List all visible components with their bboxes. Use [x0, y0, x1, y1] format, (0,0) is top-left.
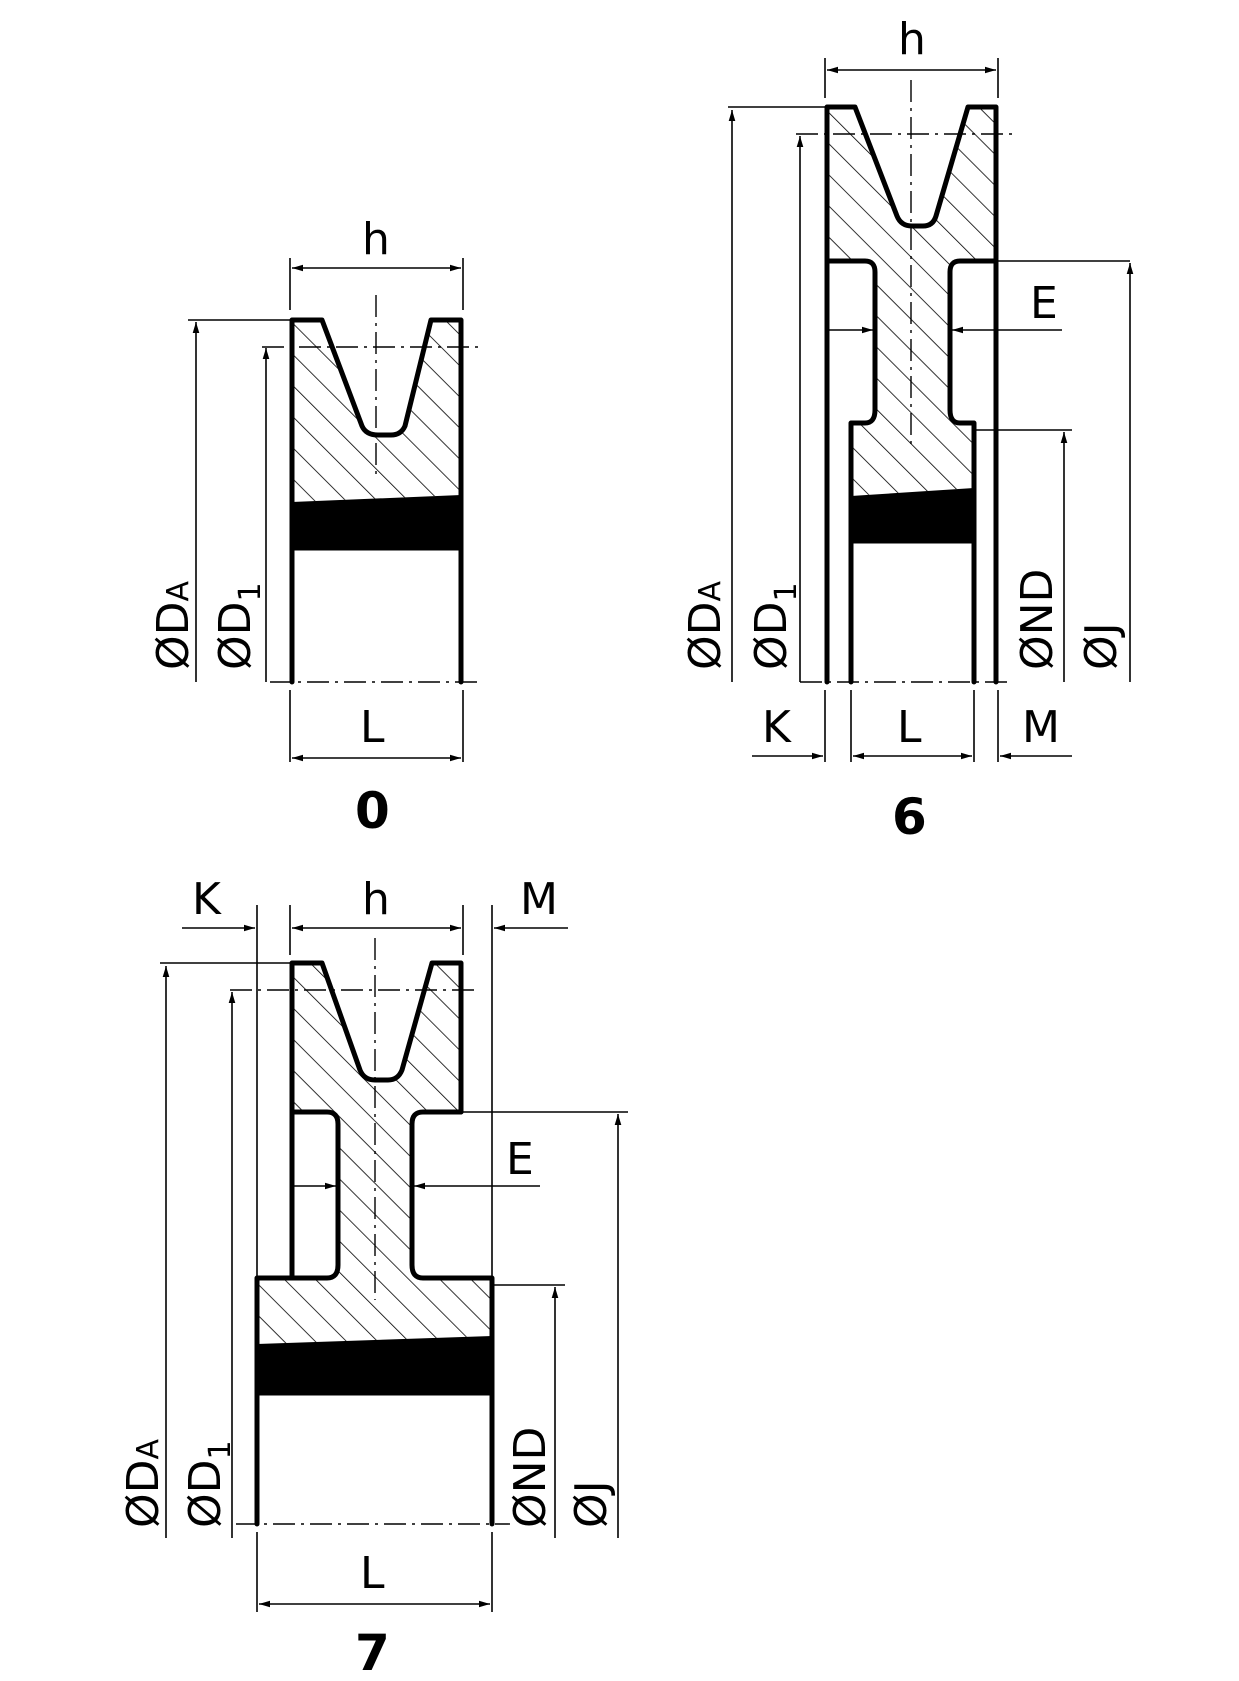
view-0: h L ØDA ØD1 0 — [148, 214, 480, 840]
dim-l: L — [360, 702, 385, 753]
dim-l: L — [360, 1548, 385, 1599]
dim-e: E — [1030, 278, 1058, 329]
dim-m: M — [1022, 702, 1060, 753]
dim-k: K — [762, 702, 792, 753]
view-label-0: 0 — [355, 782, 390, 840]
dim-d1: ØD1 — [180, 1440, 238, 1528]
dim-h: h — [362, 214, 390, 265]
bore-band — [292, 495, 461, 548]
bore-band — [257, 1336, 492, 1393]
dim-nd: ØND — [1012, 569, 1063, 670]
dim-l: L — [897, 702, 922, 753]
dim-h: h — [362, 874, 390, 925]
dim-k: K — [192, 874, 222, 925]
dim-j: ØJ — [1076, 622, 1127, 670]
hub-section — [827, 107, 996, 496]
dim-e: E — [506, 1134, 534, 1185]
dim-da: ØDA — [148, 580, 199, 670]
dim-h: h — [898, 14, 926, 65]
dim-nd: ØND — [505, 1427, 556, 1528]
dim-da: ØDA — [680, 580, 731, 670]
view-label-6: 6 — [892, 788, 927, 846]
dim-d1: ØD1 — [746, 582, 804, 670]
dim-da: ØDA — [118, 1438, 169, 1528]
view-6: h E K L M ØDA ØD1 ØND ØJ 6 — [680, 14, 1134, 846]
dim-d1: ØD1 — [210, 582, 268, 670]
view-label-7: 7 — [355, 1624, 390, 1681]
dim-j: ØJ — [566, 1480, 617, 1528]
bore-band — [851, 488, 974, 541]
dim-m: M — [520, 874, 558, 925]
view-7: K h M E L ØDA ØD1 ØND ØJ 7 — [118, 874, 628, 1681]
hub-section — [292, 320, 461, 502]
